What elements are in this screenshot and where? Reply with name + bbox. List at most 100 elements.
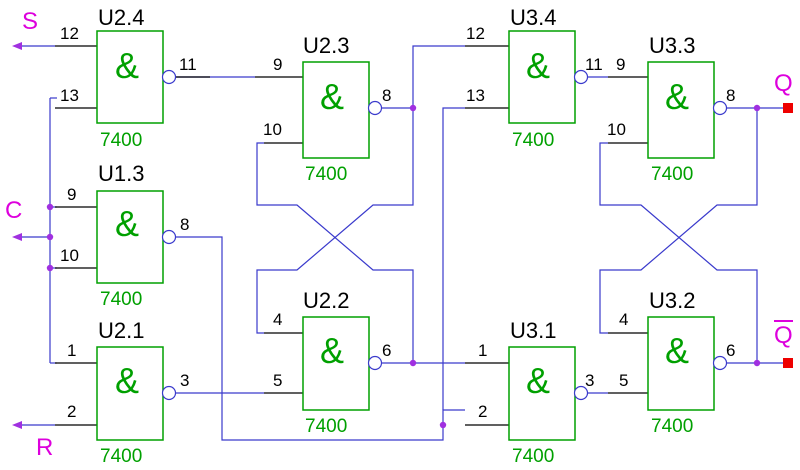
chip-label: 7400: [305, 416, 347, 437]
nand-symbol: &: [320, 330, 344, 371]
gate-box: [302, 61, 370, 159]
chip-label: 7400: [512, 130, 554, 151]
pin-label: 3: [585, 371, 594, 390]
pin-label: 4: [273, 310, 282, 329]
q-terminal: [783, 103, 793, 113]
pin-label: 11: [179, 55, 197, 74]
wire-u32-feedback: [599, 142, 758, 363]
gate-name: U2.1: [98, 318, 144, 343]
wire-u22-feedback: [256, 142, 414, 363]
gate-box: [96, 190, 164, 284]
inverter-bubble-icon: [161, 229, 177, 245]
gate-box: [96, 30, 164, 124]
pin-label: 3: [180, 371, 189, 390]
pin-label: 11: [585, 55, 603, 74]
chip-label: 7400: [100, 446, 142, 467]
qbar-terminal: [783, 358, 793, 368]
gate-u2-4: U2.4 & 7400 12 13 11: [55, 5, 210, 151]
wire-u23-feedback: [256, 108, 414, 334]
junction-dot: [439, 421, 447, 429]
pin-label: 9: [67, 185, 76, 204]
gate-name: U3.2: [649, 288, 695, 313]
gate-box: [96, 346, 164, 441]
gate-u2-1: U2.1 & 7400 1 2 3: [55, 318, 189, 467]
pin-label: 5: [619, 371, 628, 390]
gate-u3-4: U3.4 & 7400 12 13 11: [465, 5, 603, 151]
junction-dot: [753, 359, 761, 367]
inverter-bubble-icon: [161, 385, 177, 401]
pin-label: 8: [382, 86, 391, 105]
port-label-q: Q: [774, 70, 793, 97]
pin-label: 2: [67, 402, 76, 421]
nand-symbol: &: [115, 203, 139, 244]
junctions: [46, 104, 761, 429]
nand-symbol: &: [526, 45, 550, 86]
pin-label: 1: [67, 341, 76, 360]
chip-label: 7400: [651, 416, 693, 437]
gate-name: U2.2: [303, 288, 349, 313]
gate-u3-3: U3.3 & 7400 9 10 8: [607, 33, 735, 185]
gate-box: [647, 61, 715, 159]
chip-label: 7400: [305, 164, 347, 185]
gate-u3-1: U3.1 & 7400 1 2 3: [465, 318, 594, 467]
port-label-c: C: [5, 197, 22, 224]
pin-label: 13: [60, 86, 79, 105]
junction-dot: [46, 203, 54, 211]
pin-label: 10: [60, 246, 79, 265]
gate-box: [302, 316, 370, 411]
gate-u3-2: U3.2 & 7400 4 5 6: [608, 288, 735, 437]
pin-label: 6: [726, 341, 735, 360]
junction-dot: [46, 264, 54, 272]
chip-label: 7400: [651, 164, 693, 185]
inverter-bubble-icon: [161, 69, 177, 85]
inverter-bubble-icon: [367, 100, 383, 116]
gate-box: [647, 316, 715, 411]
pin-label: 9: [273, 55, 282, 74]
pin-label: 10: [263, 120, 282, 139]
wire-u33-feedback: [599, 108, 758, 334]
inverter-bubble-icon: [573, 69, 589, 85]
junction-dot: [409, 104, 417, 112]
gate-u2-3: U2.3 & 7400 9 10 8: [255, 33, 391, 185]
wire-u23-to-u34: [412, 45, 465, 108]
nand-symbol: &: [320, 76, 344, 117]
inverter-bubble-icon: [712, 355, 728, 371]
gate-u1-3: U1.3 & 7400 9 10 8: [55, 161, 189, 310]
pin-label: 4: [619, 310, 628, 329]
pin-label: 12: [60, 24, 79, 43]
chip-label: 7400: [100, 130, 142, 151]
pin-label: 2: [478, 402, 487, 421]
inverter-bubble-icon: [712, 100, 728, 116]
nand-symbol: &: [115, 45, 139, 86]
pin-label: 12: [466, 24, 485, 43]
port-label-r: R: [36, 434, 53, 461]
wire-u13-to-u34: [442, 107, 465, 410]
port-label-s: S: [22, 8, 38, 35]
gate-name: U3.1: [510, 318, 556, 343]
inverter-bubble-icon: [573, 385, 589, 401]
junction-dot: [409, 359, 417, 367]
junction-dot: [46, 233, 54, 241]
pin-label: 5: [273, 371, 282, 390]
pin-label: 13: [466, 86, 485, 105]
gate-name: U3.4: [510, 5, 556, 30]
nand-symbol: &: [665, 330, 689, 371]
gate-u2-2: U2.2 & 7400 4 5 6: [264, 288, 391, 437]
gate-name: U3.3: [649, 33, 695, 58]
s-arrow-icon: [12, 42, 22, 50]
ports: S C R Q Q: [5, 8, 793, 461]
gate-name: U2.3: [303, 33, 349, 58]
wires: [20, 45, 784, 441]
nand-symbol: &: [115, 360, 139, 401]
pin-label: 8: [180, 215, 189, 234]
chip-label: 7400: [100, 289, 142, 310]
pin-label: 6: [382, 341, 391, 360]
chip-label: 7400: [512, 446, 554, 467]
pin-label: 8: [726, 86, 735, 105]
nand-symbol: &: [665, 76, 689, 117]
port-label-qbar: Q: [774, 322, 793, 349]
wire-u13-out: [176, 236, 465, 441]
gate-name: U1.3: [98, 161, 144, 186]
pin-label: 10: [607, 120, 626, 139]
